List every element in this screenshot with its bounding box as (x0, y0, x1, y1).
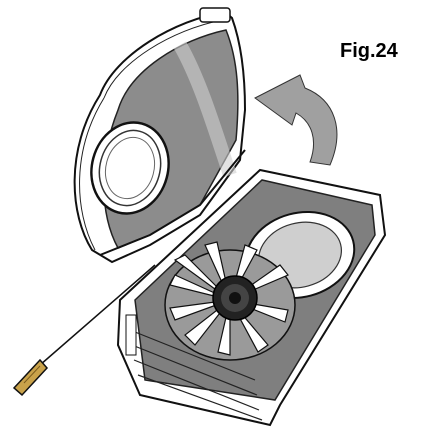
fan-impeller-icon (169, 241, 289, 356)
open-lid-arrow-icon (254, 74, 338, 166)
figure-label: Fig.24 (340, 40, 398, 62)
open-lid (73, 7, 247, 264)
vent-slats (129, 329, 263, 421)
screwdriver-icon (12, 264, 156, 397)
